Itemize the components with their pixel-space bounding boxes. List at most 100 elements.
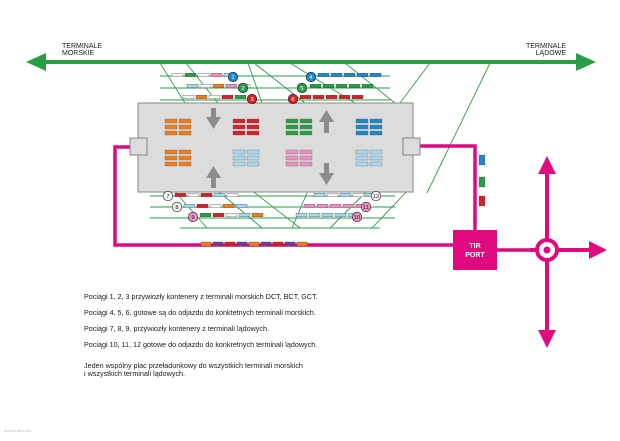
train-number: 5 bbox=[300, 86, 303, 92]
yard-container bbox=[285, 161, 299, 167]
yard-container bbox=[285, 149, 299, 155]
right-terminal-label-line2: LĄDOWE bbox=[536, 50, 567, 57]
train-wagon bbox=[195, 95, 208, 99]
yard-container bbox=[369, 149, 383, 155]
train-wagon bbox=[225, 84, 238, 88]
yard-container bbox=[164, 130, 178, 136]
train-wagon bbox=[303, 204, 316, 208]
credit-watermark: pomorskie.eu bbox=[4, 428, 32, 433]
yard-container bbox=[178, 124, 192, 130]
loose-wagon bbox=[260, 241, 272, 247]
yard-container bbox=[355, 161, 369, 167]
crossroads-arrows bbox=[530, 156, 607, 348]
yard-container bbox=[232, 161, 246, 167]
note-trains-1-3: Pociągi 1, 2, 3 przywiozły kontenery z t… bbox=[84, 292, 318, 301]
train-wagon bbox=[338, 95, 351, 99]
yard-container bbox=[246, 130, 260, 136]
loose-wagon bbox=[236, 241, 248, 247]
yard-container bbox=[246, 149, 260, 155]
train-wagon bbox=[322, 84, 335, 88]
train-wagon bbox=[187, 193, 200, 197]
train-wagon bbox=[369, 73, 382, 77]
train-wagon bbox=[174, 193, 187, 197]
yard-container bbox=[164, 149, 178, 155]
train-wagon bbox=[313, 193, 326, 197]
unload-arrow-left-bottom bbox=[206, 166, 221, 188]
yard-container bbox=[299, 161, 313, 167]
train-wagon bbox=[197, 73, 210, 77]
train-wagon bbox=[199, 84, 212, 88]
train-wagon bbox=[171, 73, 184, 77]
train-badge bbox=[370, 190, 382, 202]
train-wagon bbox=[210, 73, 223, 77]
yard-container bbox=[246, 118, 260, 124]
train-number: 2 bbox=[241, 86, 244, 92]
yard-container bbox=[299, 155, 313, 161]
yard-container bbox=[369, 124, 383, 130]
yard-container bbox=[178, 161, 192, 167]
yard-container bbox=[164, 155, 178, 161]
yard-container bbox=[178, 155, 192, 161]
yard-container bbox=[232, 149, 246, 155]
yard-container bbox=[369, 155, 383, 161]
right-terminal-label-line1: TERMINALE bbox=[526, 43, 566, 50]
yard-containers bbox=[164, 118, 383, 167]
yard-container bbox=[164, 161, 178, 167]
train-badge bbox=[162, 190, 174, 202]
yard-container bbox=[246, 161, 260, 167]
right-gate bbox=[402, 137, 421, 156]
yard-container bbox=[164, 118, 178, 124]
yard-container bbox=[285, 155, 299, 161]
final-note-line1: Jeden wspólny plac przeładunkowy do wszy… bbox=[84, 360, 303, 370]
train-wagon bbox=[186, 84, 199, 88]
tir-port-label-line2: PORT bbox=[465, 252, 485, 259]
load-arrow-right bbox=[319, 110, 334, 133]
train-number: 1 bbox=[231, 75, 234, 81]
train-wagon bbox=[196, 204, 209, 208]
description-notes: Pociągi 1, 2, 3 przywiozły kontenery z t… bbox=[84, 292, 444, 385]
train-wagon bbox=[235, 204, 248, 208]
yard-container bbox=[178, 149, 192, 155]
train-badge bbox=[171, 201, 183, 213]
magenta-road bbox=[113, 144, 532, 252]
yard-container bbox=[232, 130, 246, 136]
train-number: 9 bbox=[191, 215, 194, 221]
train-wagon bbox=[212, 213, 225, 217]
yard-container bbox=[232, 124, 246, 130]
train-badge bbox=[305, 71, 317, 83]
loose-wagon bbox=[296, 241, 308, 247]
yard-container bbox=[285, 124, 299, 130]
train-badge bbox=[227, 71, 239, 83]
loose-wagon bbox=[200, 241, 212, 247]
train-wagon bbox=[309, 84, 322, 88]
loose-wagons bbox=[200, 241, 308, 247]
train-badge bbox=[287, 93, 299, 105]
unload-arrow-left bbox=[206, 108, 221, 129]
train-badge bbox=[296, 82, 308, 94]
train-wagon bbox=[226, 193, 239, 197]
train-wagon bbox=[343, 73, 356, 77]
train-wagon bbox=[238, 213, 251, 217]
note-trains-7-9: Pociągi 7, 8, 9, przywiozły kontenery z … bbox=[84, 323, 269, 333]
note-trains-10-12: Pociągi 10, 11, 12 gotowe do odjazdu do … bbox=[84, 339, 318, 349]
train-wagon bbox=[213, 193, 226, 197]
train-number: 6 bbox=[291, 97, 294, 103]
yard-container bbox=[369, 161, 383, 167]
loose-wagon bbox=[284, 241, 296, 247]
train-badge bbox=[237, 82, 249, 94]
yard-container bbox=[355, 124, 369, 130]
loose-wagon bbox=[248, 241, 260, 247]
train-number: 11 bbox=[363, 205, 369, 211]
train-wagon bbox=[352, 193, 365, 197]
yard-container bbox=[285, 118, 299, 124]
yard-container bbox=[299, 130, 313, 136]
green-double-arrow bbox=[26, 53, 596, 71]
train-number: 3 bbox=[250, 97, 253, 103]
left-terminal-label-line2: MORSKIE bbox=[62, 50, 95, 57]
train-wagon bbox=[316, 204, 329, 208]
left-terminal-label-line1: TERMINALE bbox=[62, 43, 102, 50]
train-number: 10 bbox=[354, 215, 360, 221]
yard-container bbox=[369, 118, 383, 124]
train-wagon bbox=[212, 84, 225, 88]
